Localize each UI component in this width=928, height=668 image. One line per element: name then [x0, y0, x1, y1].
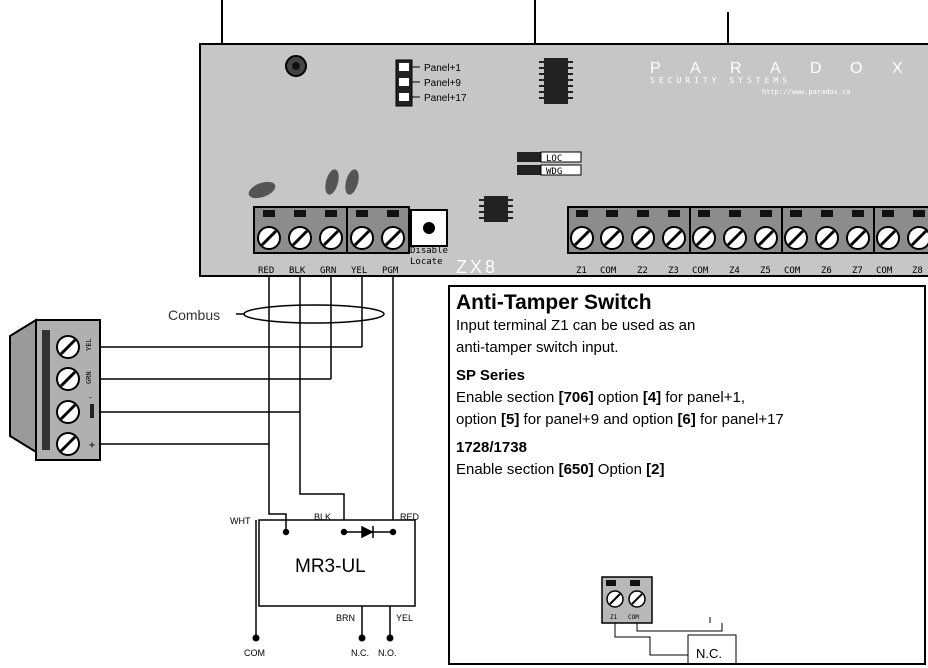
relay-blk: BLK	[314, 512, 331, 522]
terminal-label-com-1: COM	[600, 266, 617, 276]
relay-diode	[255, 520, 397, 636]
keypad-label-minus: -	[88, 393, 93, 402]
svg-text:A: A	[770, 60, 781, 77]
mini-nc-box	[687, 634, 737, 663]
relay-com: COM	[244, 648, 265, 658]
locate-label: Locate	[410, 257, 443, 267]
combus-loop	[243, 304, 385, 324]
terminal-label-pgm: PGM	[382, 266, 399, 276]
led-mid	[325, 169, 339, 195]
sp-series-heading: SP Series	[456, 367, 525, 384]
relay-red: RED	[400, 512, 420, 522]
terminal-label-com-4: COM	[876, 266, 893, 276]
terminal-label-com-3: COM	[784, 266, 801, 276]
terminal-label-z8: Z8	[912, 266, 923, 276]
combus-label: Combus	[168, 307, 220, 323]
combus-terminal-block	[253, 206, 410, 254]
ic-chip	[539, 58, 573, 104]
terminal-label-red: RED	[258, 266, 274, 276]
terminal-label-z6: Z6	[821, 266, 832, 276]
terminal-label-yel: YEL	[351, 266, 367, 276]
zone-terminal-block	[567, 206, 928, 254]
svg-text:P: P	[650, 60, 661, 77]
svg-text:X: X	[892, 60, 903, 77]
wdg-label: WDG	[546, 167, 562, 177]
relay-brn: BRN	[336, 613, 355, 623]
keypad-label-plus: +	[89, 440, 95, 451]
relay-name: MR3-UL	[295, 556, 366, 577]
combus-wires	[100, 276, 394, 532]
tamper-switch-mini-diagram: Z1 COM N.C.	[601, 576, 737, 663]
terminal-label-grn: GRN	[320, 266, 336, 276]
small-chip	[479, 196, 513, 222]
terminal-label-z5: Z5	[760, 266, 771, 276]
svg-text:A: A	[690, 60, 701, 77]
info-intro-1: Input terminal Z1 can be used as an	[456, 317, 696, 334]
terminal-label-z3: Z3	[668, 266, 679, 276]
panel-jumper-block	[395, 59, 420, 107]
mini-z1-label: Z1	[610, 614, 618, 621]
sp-series-line-1: Enable section [706] option [4] for pane…	[456, 389, 745, 406]
jumper-label-panel-17: Panel+17	[424, 93, 467, 104]
mini-nc-label: N.C.	[696, 646, 722, 661]
relay-wht: WHT	[230, 516, 251, 526]
keypad-terminal-block	[9, 318, 101, 461]
svg-text:SECURITY SYSTEMS: SECURITY SYSTEMS	[650, 76, 791, 85]
svg-text:http://www.paradox.ca: http://www.paradox.ca	[762, 88, 851, 96]
anti-tamper-info-box: Anti-Tamper Switch Input terminal Z1 can…	[448, 285, 926, 665]
svg-text:D: D	[810, 60, 822, 77]
terminal-label-blk: BLK	[289, 266, 306, 276]
svg-text:R: R	[730, 60, 742, 77]
sp-series-line-2: option [5] for panel+9 and option [6] fo…	[456, 411, 784, 428]
keypad-label-grn: GRN	[85, 371, 93, 384]
1728-heading: 1728/1738	[456, 439, 527, 456]
mini-com-label: COM	[628, 614, 639, 621]
disable-label: Disable	[410, 246, 448, 256]
loc-wdg-jumpers	[517, 151, 582, 176]
relay-yel: YEL	[396, 613, 413, 623]
terminal-label-com-2: COM	[692, 266, 709, 276]
1728-line: Enable section [650] Option [2]	[456, 461, 665, 478]
jumper-label-panel-1: Panel+1	[424, 63, 461, 74]
loc-label: LOC	[546, 154, 562, 164]
keypad-label-yel: YEL	[85, 338, 93, 351]
led-left	[248, 181, 276, 199]
terminal-label-z2: Z2	[637, 266, 648, 276]
terminal-label-z4: Z4	[729, 266, 740, 276]
svg-text:O: O	[850, 60, 862, 77]
relay-no: N.O.	[378, 648, 397, 658]
board-model: ZX8	[456, 257, 498, 277]
paradox-logo: P A R A D O X SECURITY SYSTEMS http://ww…	[650, 60, 903, 96]
led-right	[345, 169, 359, 195]
relay-nc: N.C.	[351, 648, 369, 658]
info-title: Anti-Tamper Switch	[456, 291, 652, 314]
relay-outputs	[361, 606, 391, 636]
terminal-label-z1: Z1	[576, 266, 587, 276]
terminal-label-z7: Z7	[852, 266, 863, 276]
jumper-label-panel-9: Panel+9	[424, 78, 461, 89]
info-intro-2: anti-tamper switch input.	[456, 339, 619, 356]
